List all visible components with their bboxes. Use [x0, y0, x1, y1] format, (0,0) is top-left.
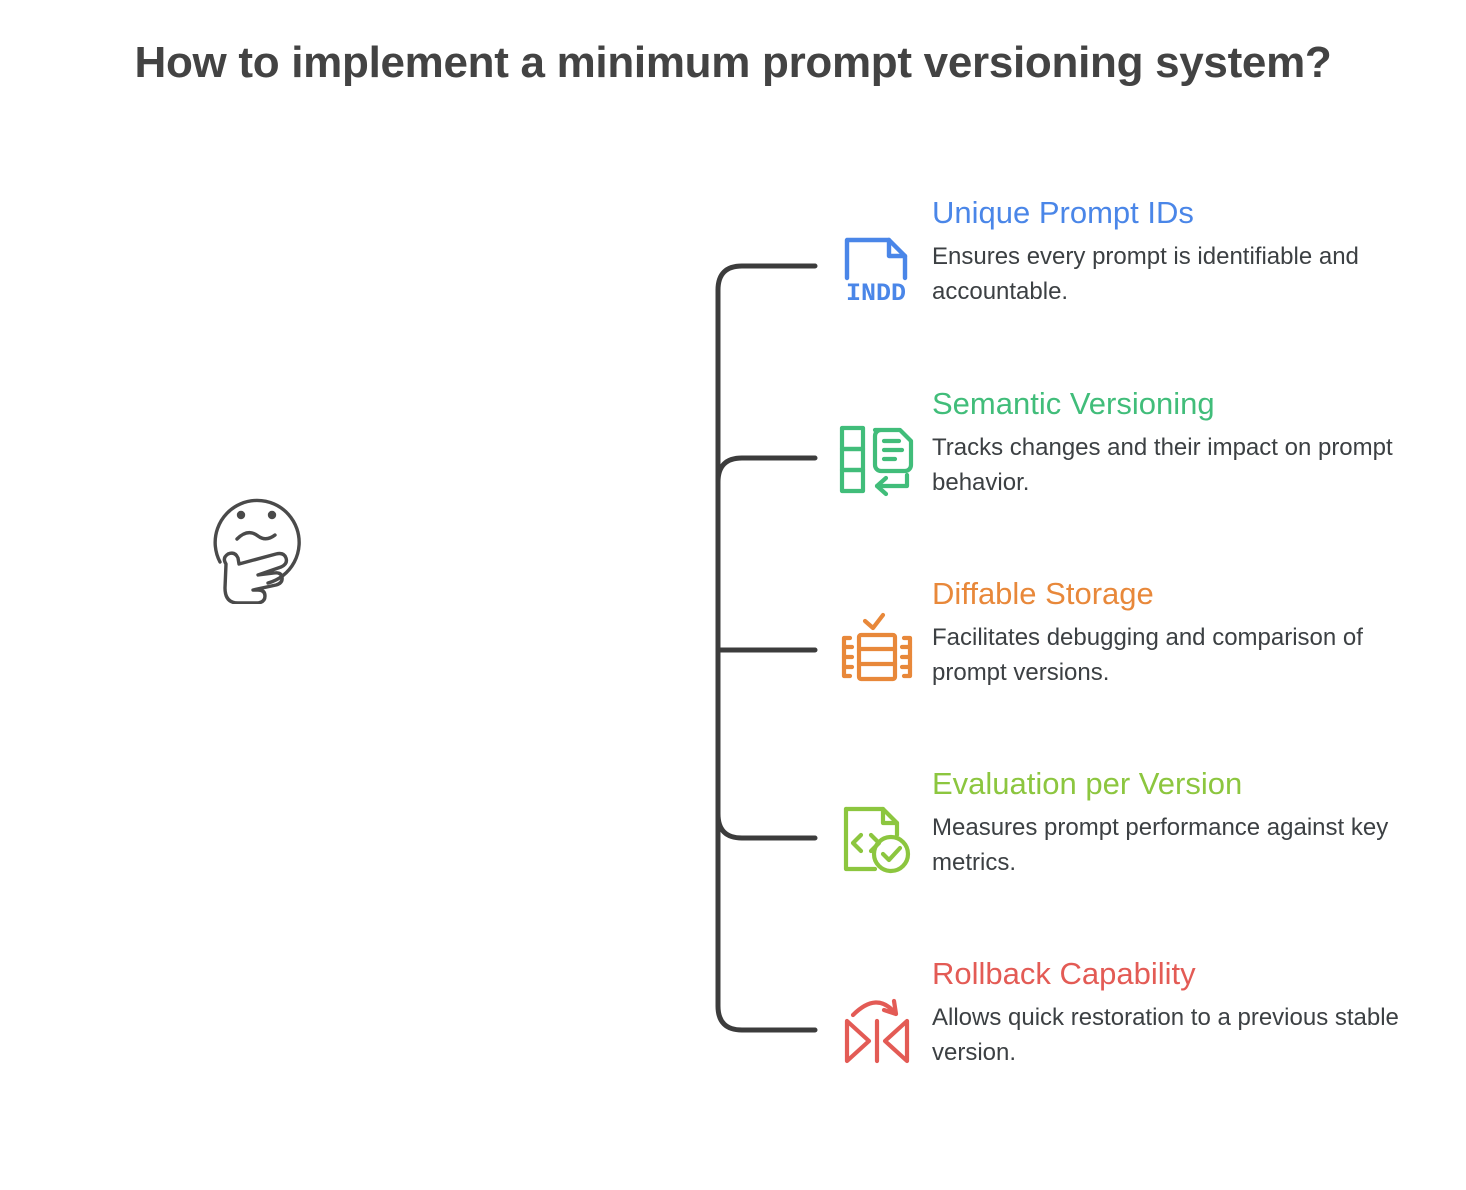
branch-line-4: [715, 647, 818, 841]
version-document-return-icon-wrap: [830, 411, 924, 507]
rollback-arrows-icon: [844, 998, 910, 1064]
code-document-check-icon: [843, 806, 911, 874]
branch-text-block: Rollback Capability Allows quick restora…: [924, 956, 1430, 1070]
branch-line-2: [715, 455, 818, 653]
branch-item-unique-prompt-ids[interactable]: INDD Unique Prompt IDs Ensures every pro…: [830, 195, 1430, 316]
branch-item-rollback-capability[interactable]: Rollback Capability Allows quick restora…: [830, 956, 1430, 1077]
branch-text-block: Diffable Storage Facilitates debugging a…: [924, 576, 1430, 690]
file-indd-icon: INDD: [844, 237, 908, 308]
branch-text-block: Evaluation per Version Measures prompt p…: [924, 766, 1430, 880]
branch-description: Measures prompt performance against key …: [932, 813, 1389, 876]
branch-line-5: [715, 647, 818, 1033]
branch-description: Tracks changes and their impact on promp…: [932, 433, 1393, 496]
branch-heading: Unique Prompt IDs: [932, 195, 1194, 230]
branch-item-evaluation-per-version[interactable]: Evaluation per Version Measures prompt p…: [830, 766, 1430, 887]
branch-heading: Diffable Storage: [932, 576, 1154, 611]
thinking-face-icon: [213, 498, 301, 604]
branch-item-diffable-storage[interactable]: Diffable Storage Facilitates debugging a…: [830, 576, 1430, 697]
filmstrip-check-icon: [841, 612, 913, 682]
page-title: How to implement a minimum prompt versio…: [134, 38, 1332, 87]
file-indd-icon-label: INDD: [846, 279, 906, 308]
branch-item-semantic-versioning[interactable]: Semantic Versioning Tracks changes and t…: [830, 386, 1430, 507]
branch-text-block: Unique Prompt IDs Ensures every prompt i…: [924, 195, 1430, 309]
branch-text-block: Semantic Versioning Tracks changes and t…: [924, 386, 1430, 500]
branch-description: Ensures every prompt is identifiable and…: [932, 242, 1359, 305]
filmstrip-check-icon-wrap: [830, 601, 924, 697]
branch-description: Allows quick restoration to a previous s…: [932, 1003, 1399, 1066]
branch-description: Facilitates debugging and comparison of …: [932, 623, 1363, 686]
branch-heading: Rollback Capability: [932, 956, 1196, 991]
branch-heading: Semantic Versioning: [932, 386, 1215, 421]
rollback-arrows-icon-wrap: [830, 981, 924, 1077]
code-document-check-icon-wrap: [830, 791, 924, 887]
branch-line-1: [715, 263, 818, 653]
version-document-return-icon: [839, 425, 914, 497]
file-indd-icon-wrap: INDD: [830, 220, 924, 316]
branch-heading: Evaluation per Version: [932, 766, 1243, 801]
